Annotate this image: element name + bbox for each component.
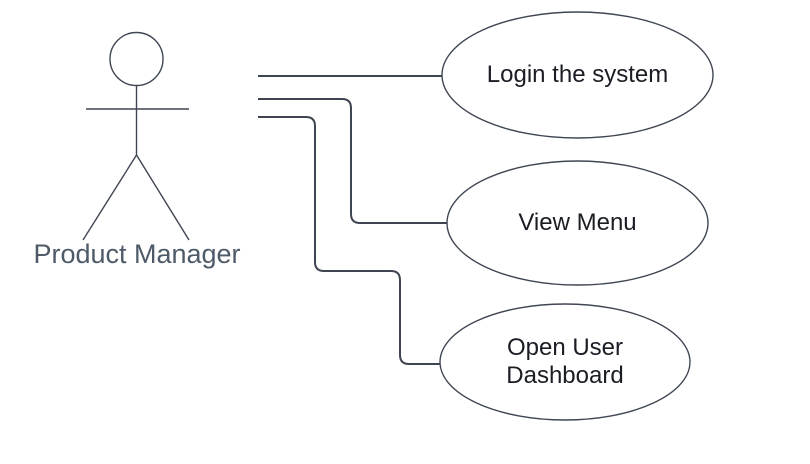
actor-product-manager[interactable]: [82, 31, 190, 241]
connector-actor-to-view-menu[interactable]: [258, 98, 448, 224]
connector-actor-to-open-dashboard[interactable]: [258, 116, 441, 365]
use-case-ellipse-view-menu[interactable]: [446, 160, 709, 286]
use-case-group: [439, 11, 714, 421]
use-case-ellipse-login[interactable]: [441, 11, 714, 139]
connector-group: [258, 75, 448, 365]
actor-head: [109, 31, 164, 87]
actor-body: [82, 85, 190, 241]
use-case-ellipse-open-dashboard[interactable]: [439, 303, 691, 421]
